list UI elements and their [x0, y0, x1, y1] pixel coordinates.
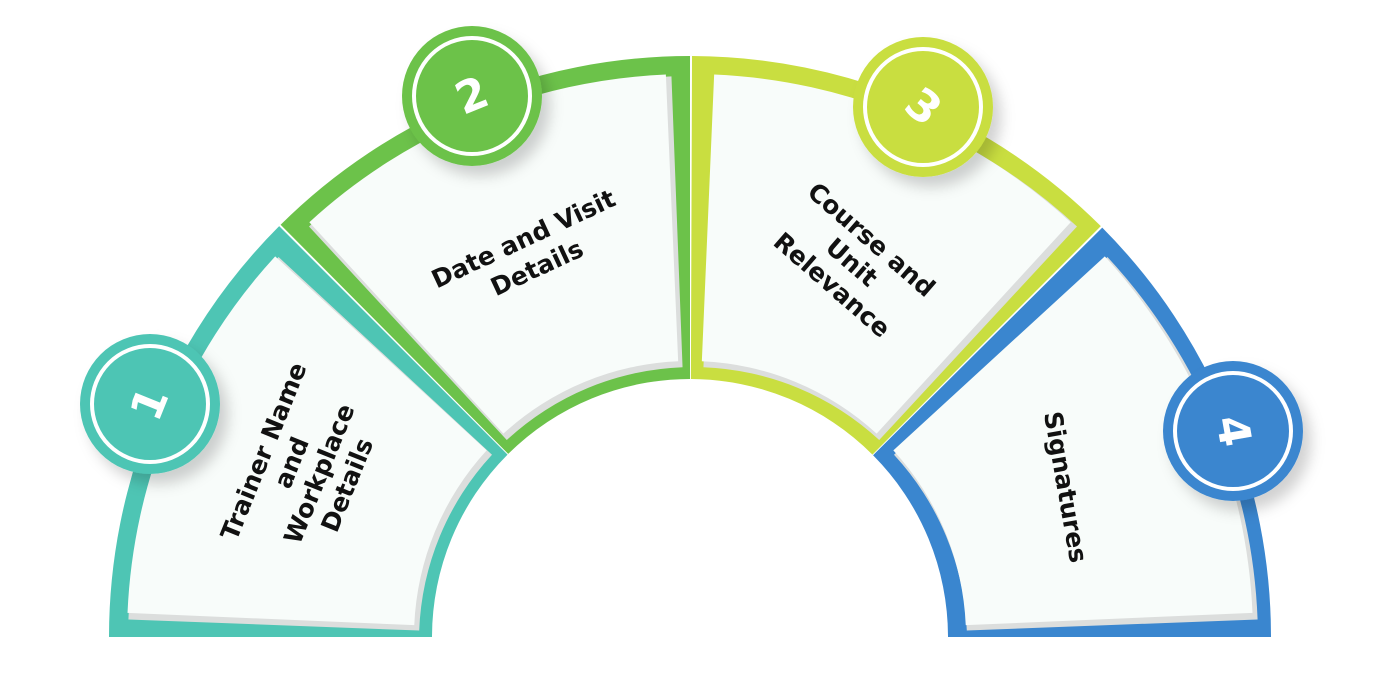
step-number-badge-2: 2	[402, 26, 542, 166]
segment-panel	[309, 74, 679, 434]
segment-panel	[701, 74, 1071, 434]
step-number-badge-1: 1	[80, 334, 220, 474]
badge-circle	[1163, 361, 1303, 501]
badge-circle	[80, 334, 220, 474]
step-segment-3: Course andUnitRelevance	[690, 56, 1101, 455]
step-number-badge-3: 3	[853, 37, 993, 177]
badge-ring	[90, 344, 210, 464]
badge-ring	[863, 47, 983, 167]
step-number-badge-4: 4	[1163, 361, 1303, 501]
badge-ring	[1173, 371, 1293, 491]
step-segment-1: Trainer NameandWorkplaceDetails	[109, 226, 508, 637]
step-segment-2: Date and VisitDetails	[280, 56, 690, 454]
badges-layer: 1 2 3 4	[80, 26, 1303, 501]
segment-panel	[893, 256, 1253, 626]
badge-circle	[853, 37, 993, 177]
badge-ring	[412, 36, 532, 156]
segment-panel	[127, 256, 487, 626]
badge-circle	[402, 26, 542, 166]
step-segment-4: Signatures	[873, 227, 1271, 637]
